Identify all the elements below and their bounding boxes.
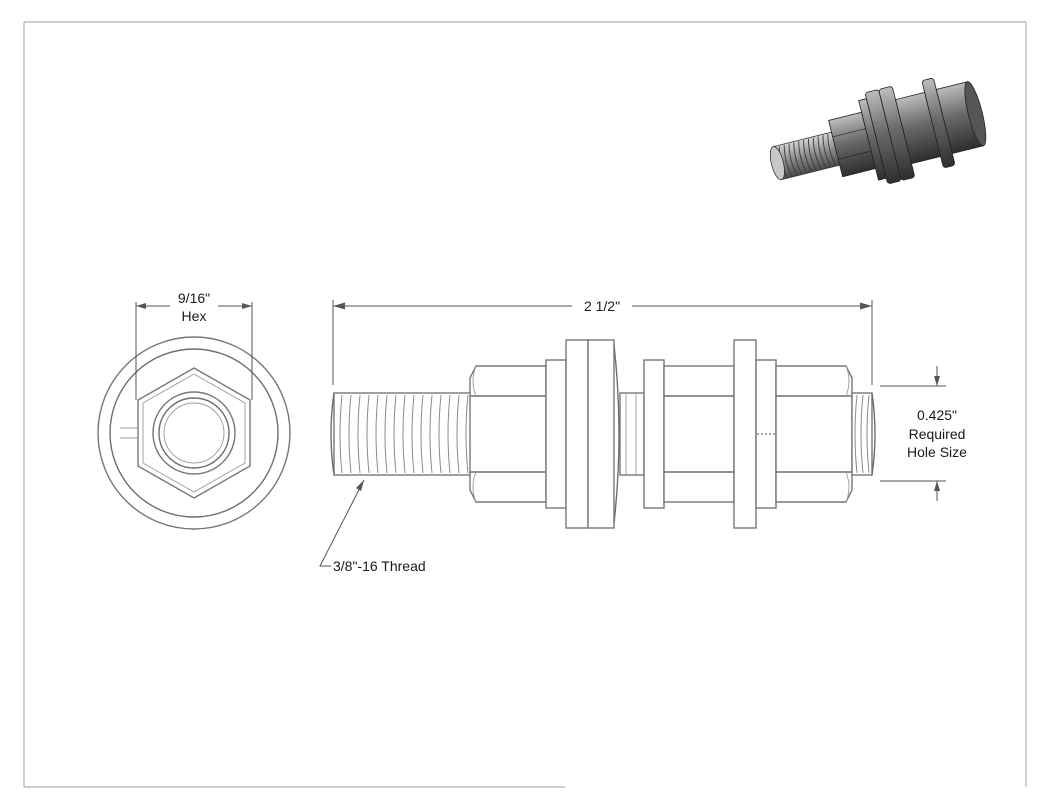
thread-line bbox=[429, 394, 433, 474]
thread-line bbox=[803, 140, 812, 172]
hole-size-value: 0.425" bbox=[917, 407, 957, 423]
thread-line bbox=[447, 394, 451, 474]
thread-line bbox=[393, 394, 397, 474]
thread-line bbox=[420, 394, 424, 474]
thread-line bbox=[866, 394, 870, 474]
isometric-view bbox=[769, 78, 987, 184]
hex-word-label: Hex bbox=[182, 308, 207, 324]
thread-line bbox=[827, 134, 836, 166]
thread-line bbox=[456, 394, 460, 474]
thread-leader bbox=[319, 479, 365, 567]
thread-line bbox=[817, 136, 827, 168]
hex-dimension bbox=[135, 296, 253, 400]
thread-line bbox=[465, 394, 469, 474]
thread-line bbox=[411, 394, 415, 474]
thread-lines-right bbox=[854, 394, 870, 474]
thread-line bbox=[783, 144, 793, 177]
end-view bbox=[97, 336, 291, 530]
thread-line bbox=[348, 394, 352, 474]
thread-line bbox=[822, 135, 832, 167]
iso-thread-lines bbox=[778, 134, 836, 178]
thread-line bbox=[798, 141, 807, 173]
thread-line bbox=[402, 394, 406, 474]
thread-line bbox=[812, 137, 822, 169]
thread-line bbox=[375, 394, 379, 474]
thread-line bbox=[357, 394, 361, 474]
thread-line bbox=[854, 394, 858, 474]
hex-size-label: 9/16" bbox=[178, 290, 210, 306]
hole-size-dimension bbox=[880, 366, 946, 501]
thread-line bbox=[793, 142, 803, 174]
thread-line bbox=[438, 394, 442, 474]
thread-line bbox=[807, 138, 817, 171]
hole-size-text: Hole Size bbox=[907, 444, 967, 460]
thread-line bbox=[366, 394, 370, 474]
hole-size-required: Required bbox=[909, 426, 966, 442]
thread-line bbox=[339, 394, 343, 474]
thread-label: 3/8"-16 Thread bbox=[333, 558, 426, 574]
side-view bbox=[330, 339, 876, 529]
thread-lines-left bbox=[339, 394, 469, 474]
sheet-border bbox=[23, 21, 1027, 788]
length-dimension bbox=[332, 297, 873, 385]
thread-line bbox=[384, 394, 388, 474]
length-label: 2 1/2" bbox=[584, 298, 620, 314]
thread-line bbox=[788, 143, 798, 175]
thread-line bbox=[860, 394, 864, 474]
